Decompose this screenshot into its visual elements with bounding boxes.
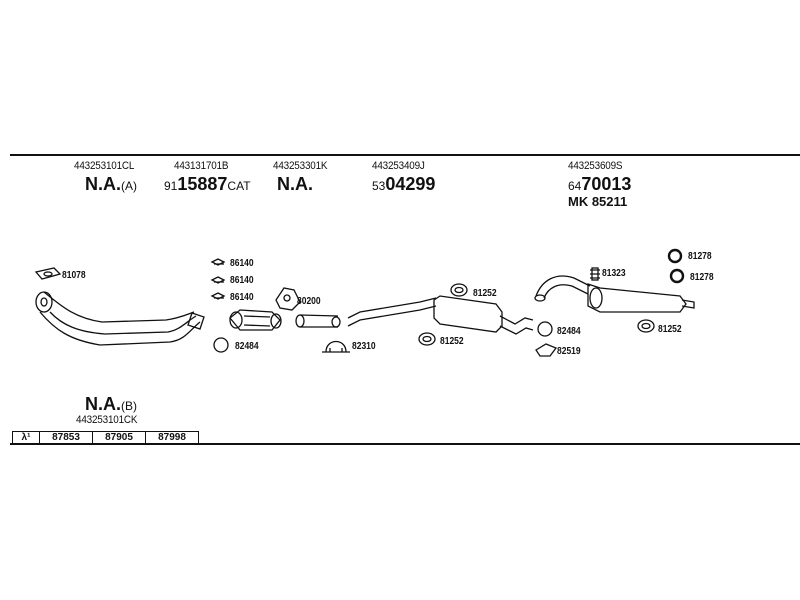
gasket-icon xyxy=(34,267,62,280)
catalyst-number: 9115887CAT xyxy=(164,174,251,194)
middle-pipe-icon xyxy=(295,314,341,328)
code-cell-0: λ¹ xyxy=(12,431,40,444)
front-pipe-alt-number: N.A.(B) xyxy=(85,394,137,414)
ref-middle-pipe: 443253301K xyxy=(273,160,328,172)
label-81252-2: 81252 xyxy=(440,336,464,347)
front-pipe-icon xyxy=(35,291,205,346)
label-81278-1: 81278 xyxy=(688,251,712,262)
rear-muffler-icon xyxy=(534,275,695,313)
label-86140-3: 86140 xyxy=(230,292,254,303)
label-82484-2: 82484 xyxy=(557,326,581,337)
label-81323: 81323 xyxy=(602,268,626,279)
seal-icon xyxy=(535,343,558,357)
center-muffler-icon xyxy=(347,295,534,335)
label-82519: 82519 xyxy=(557,346,581,357)
ref-front-pipe: 443253101CL xyxy=(74,160,135,172)
code-cell-2: 87905 xyxy=(92,431,146,444)
label-80200: 80200 xyxy=(297,296,321,307)
top-divider xyxy=(10,154,800,156)
label-86140-2: 86140 xyxy=(230,275,254,286)
label-82484-1: 82484 xyxy=(235,341,259,352)
rubber-hanger-icon xyxy=(418,283,655,346)
flange-gasket-icon xyxy=(275,287,301,311)
front-pipe-number: N.A.(A) xyxy=(85,174,137,194)
rear-muffler-number: 6470013 xyxy=(568,174,632,194)
ref-center-muffler: 443253409J xyxy=(372,160,425,172)
catalyst-icon xyxy=(229,309,282,331)
label-81252-1: 81252 xyxy=(473,288,497,299)
o-ring-icon-2 xyxy=(537,321,553,337)
o-ring-icon xyxy=(213,337,229,353)
label-86140-1: 86140 xyxy=(230,258,254,269)
ref-catalyst: 443131701B xyxy=(174,160,229,172)
u-clamp-icon xyxy=(322,340,350,353)
label-82310: 82310 xyxy=(352,341,376,352)
middle-pipe-number: N.A. xyxy=(277,174,313,194)
sealing-ring-icon-2 xyxy=(669,268,685,284)
bottom-divider xyxy=(10,443,800,445)
ref-rear-muffler: 443253609S xyxy=(568,160,623,172)
center-muffler-number: 5304299 xyxy=(372,174,436,194)
clamp-icon xyxy=(210,258,226,300)
sealing-ring-icon xyxy=(667,248,683,264)
label-81252-3: 81252 xyxy=(658,324,682,335)
mounting-bolt-icon xyxy=(590,267,600,281)
label-81078: 81078 xyxy=(62,270,86,281)
code-cell-1: 87853 xyxy=(39,431,93,444)
ref-front-pipe-alt: 443253101CK xyxy=(76,414,138,426)
code-cell-3: 87998 xyxy=(145,431,199,444)
label-81278-2: 81278 xyxy=(690,272,714,283)
rear-muffler-kit: MK 85211 xyxy=(568,194,628,209)
code-table: λ¹ 87853 87905 87998 xyxy=(12,431,199,444)
